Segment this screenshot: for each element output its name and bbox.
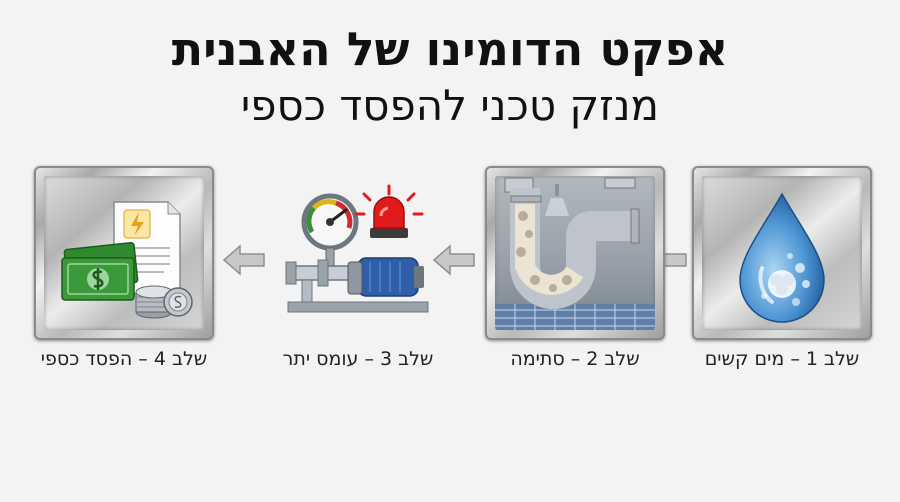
money-bill-icon [61,201,193,319]
stage-1-panel [692,166,872,340]
page-title: אפקט הדומינו של האבנית [171,22,729,76]
stage-4-label: שלב 4 – הפסד כספי [40,348,208,370]
stage-2-label: שלב 2 – סתימה [510,348,640,370]
stage-3-panel [268,166,448,340]
arrow-left-icon [222,244,265,276]
stage-4-panel [34,166,214,340]
stage-2-panel [485,166,665,340]
stage-3-label: שלב 3 – עומס יתר [282,348,434,370]
pump-pressure-alarm-icon [285,184,429,313]
arrow-left-icon [432,244,475,276]
water-drop-icon [739,192,825,323]
page-subtitle: מנזק טכני להפסד כספי [240,81,660,130]
stage-1-label: שלב 1 – מים קשים [704,348,860,370]
clogged-pipe-icon [495,176,655,330]
